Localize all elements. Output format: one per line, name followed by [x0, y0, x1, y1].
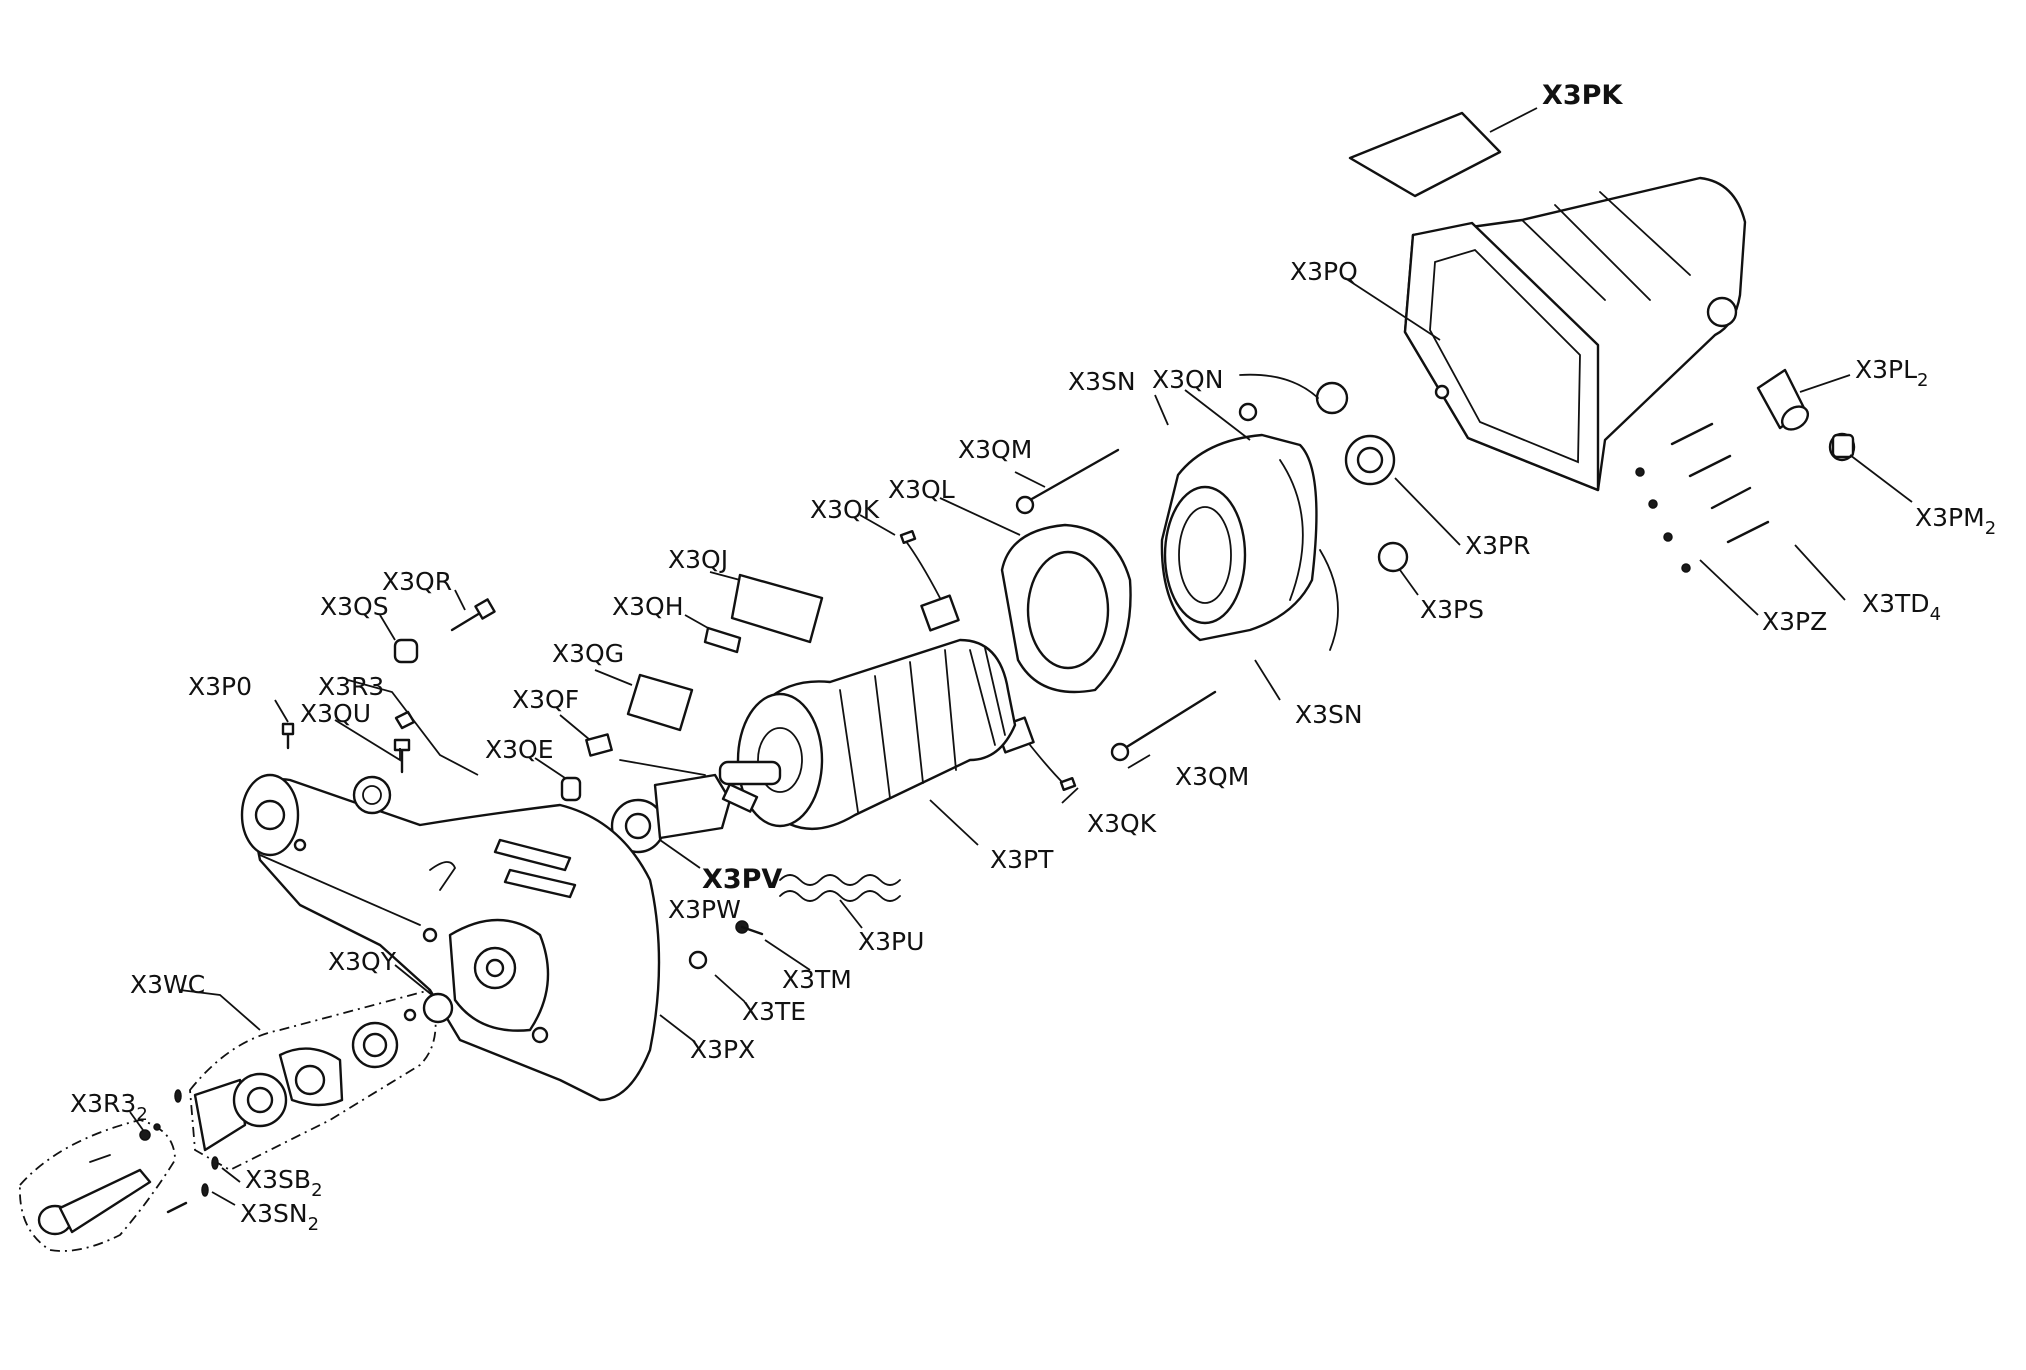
spindle-washers-part — [139, 1089, 219, 1214]
callout-x3qm-top: X3QM — [958, 435, 1032, 464]
clip-and-pin-part — [560, 733, 613, 802]
callout-x3qu: X3QU — [300, 699, 371, 728]
callout-x3qk-bot: X3QK — [1087, 809, 1157, 838]
wire-rings-part — [1239, 373, 1409, 573]
small-labels-part — [626, 573, 824, 732]
spring-part — [779, 874, 901, 902]
strain-relief-part — [1756, 368, 1856, 462]
rear-bearing-part — [1344, 434, 1396, 486]
callout-x3pq: X3PQ — [1290, 257, 1358, 286]
callout-x3pl: X3PL2 — [1855, 355, 1929, 391]
callout-x3sn-mid: X3SN — [1295, 700, 1363, 729]
callout-x3qs: X3QS — [320, 592, 389, 621]
baffle-ring-part — [1000, 523, 1132, 694]
callout-x3qr: X3QR — [382, 567, 452, 596]
callout-x3pz: X3PZ — [1762, 607, 1827, 636]
callout-x3pr: X3PR — [1465, 531, 1530, 560]
callout-x3pv: X3PV — [702, 864, 782, 895]
callout-x3px: X3PX — [690, 1035, 755, 1064]
gear-case-part — [240, 773, 661, 1102]
armature-part — [718, 638, 1017, 831]
callout-x3ps: X3PS — [1420, 595, 1484, 624]
callout-x3qh: X3QH — [612, 592, 684, 621]
callout-x3pw: X3PW — [668, 895, 741, 924]
callout-x3pm: X3PM2 — [1915, 503, 1996, 539]
callout-x3sb: X3SB2 — [245, 1165, 323, 1201]
motor-housing-part — [1403, 176, 1747, 492]
callout-x3qn: X3QN — [1152, 365, 1223, 394]
callout-x3qj: X3QJ — [668, 545, 728, 574]
small-screws-part — [688, 920, 764, 970]
callout-x3pu: X3PU — [858, 927, 924, 956]
label-plate-part — [1348, 111, 1502, 198]
brush-holder-part — [619, 759, 759, 840]
callout-x3qy: X3QY — [328, 947, 397, 976]
callout-x3td: X3TD4 — [1862, 589, 1941, 625]
callout-x3qm-bot: X3QM — [1175, 762, 1249, 791]
callout-x3r3-2: X3R32 — [70, 1089, 148, 1125]
callout-x3wc: X3WC — [130, 970, 205, 999]
callout-x3te: X3TE — [742, 997, 806, 1026]
callout-x3qk-top: X3QK — [810, 495, 880, 524]
callout-x3qe: X3QE — [485, 735, 554, 764]
callout-x3sn-2: X3SN2 — [240, 1199, 319, 1235]
callout-x3sn-top: X3SN — [1068, 367, 1136, 396]
spindle-assembly-part — [189, 988, 454, 1172]
housing-screws-part — [1635, 422, 1770, 573]
callout-x3qf: X3QF — [512, 685, 579, 714]
callout-x3p0: X3P0 — [188, 672, 252, 701]
field-coil-part — [1160, 402, 1339, 651]
leader-lines — [129, 107, 1913, 1206]
through-bolts-part — [1015, 448, 1217, 762]
callout-x3pt: X3PT — [990, 845, 1054, 874]
callout-x3ql: X3QL — [888, 475, 955, 504]
callout-x3tm: X3TM — [782, 965, 852, 994]
callout-x3pk: X3PK — [1542, 80, 1623, 111]
spindle-shaft-part — [19, 1119, 176, 1252]
callout-x3r3: X3R3 — [318, 672, 384, 701]
callout-x3qg: X3QG — [552, 639, 624, 668]
